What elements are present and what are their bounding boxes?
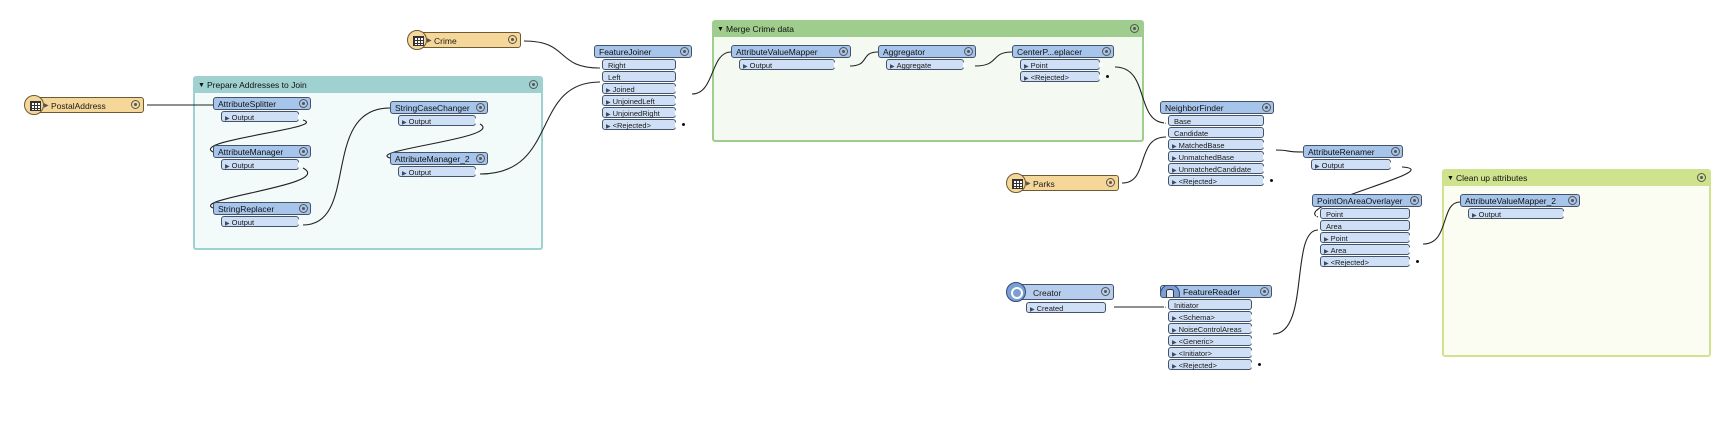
transformer-creator[interactable]: Creator ▶Created <box>1006 282 1114 313</box>
transformer-string-replacer[interactable]: StringReplacer ▶Output <box>213 202 311 227</box>
transformer-feature-reader[interactable]: FeatureReader Initiator ▶<Schema> ▶Noise… <box>1160 285 1272 370</box>
gear-icon[interactable] <box>1568 196 1577 205</box>
reader-crime[interactable]: ▶Crime <box>407 30 521 50</box>
gear-icon[interactable] <box>131 100 140 109</box>
gear-icon[interactable] <box>299 204 308 213</box>
output-port[interactable]: ▶Output <box>1311 159 1394 170</box>
output-port-generic[interactable]: ▶<Generic> <box>1168 335 1255 346</box>
reader-label: Parks <box>1033 179 1055 189</box>
gear-icon[interactable] <box>680 47 689 56</box>
gear-icon[interactable] <box>839 47 848 56</box>
output-port[interactable]: ▶Output <box>221 111 302 122</box>
output-port[interactable]: ▶Output <box>221 216 302 227</box>
input-port-candidate[interactable]: Candidate <box>1164 127 1264 138</box>
output-port-initiator[interactable]: ▶<Initiator> <box>1168 347 1255 358</box>
transformer-aggregator[interactable]: Aggregator ▶Aggregate <box>878 45 976 70</box>
transformer-feature-joiner[interactable]: FeatureJoiner Right Left ▶Joined ▶Unjoin… <box>594 45 692 130</box>
output-port[interactable]: ▶Aggregate <box>886 59 967 70</box>
reader-postal-address[interactable]: ▶PostalAddress <box>24 95 144 115</box>
output-port[interactable]: ▶Output <box>1468 208 1567 219</box>
input-port-point[interactable]: Point <box>1316 208 1410 219</box>
output-port-schema[interactable]: ▶<Schema> <box>1168 311 1255 322</box>
gear-icon[interactable] <box>299 147 308 156</box>
output-port-unmatched-candidate[interactable]: ▶UnmatchedCandidate <box>1168 163 1267 174</box>
gear-icon[interactable] <box>1262 103 1271 112</box>
transformer-attribute-manager[interactable]: AttributeManager ▶Output <box>213 145 311 170</box>
output-port-unjoined-left[interactable]: ▶UnjoinedLeft <box>602 95 679 106</box>
gear-icon[interactable] <box>299 99 308 108</box>
transformer-attribute-value-mapper[interactable]: AttributeValueMapper ▶Output <box>731 45 851 70</box>
input-port-right[interactable]: Right <box>598 59 676 70</box>
transformer-string-case-changer[interactable]: StringCaseChanger ▶Output <box>390 101 488 126</box>
transformer-attribute-value-mapper-2[interactable]: AttributeValueMapper_2 ▶Output <box>1460 194 1580 219</box>
bookmark-title: Clean up attributes <box>1456 173 1528 183</box>
input-port-left[interactable]: Left <box>598 71 676 82</box>
input-port-initiator[interactable]: Initiator <box>1164 299 1252 310</box>
bookmark-title: Prepare Addresses to Join <box>207 80 307 90</box>
wire-matchedbase-to-renamer <box>1275 149 1304 153</box>
transformer-point-on-area-overlayer[interactable]: PointOnAreaOverlayer Point Area ▶Point ▶… <box>1312 194 1422 267</box>
table-grid-icon <box>407 30 427 50</box>
output-port-rejected[interactable]: ▶<Rejected> <box>1320 256 1419 267</box>
gear-icon[interactable] <box>964 47 973 56</box>
output-port-rejected[interactable]: ▶<Rejected> <box>602 119 685 130</box>
transformer-neighbor-finder[interactable]: NeighborFinder Base Candidate ▶MatchedBa… <box>1160 101 1274 186</box>
gear-icon[interactable] <box>1697 173 1706 182</box>
output-port-joined[interactable]: ▶Joined <box>602 83 679 94</box>
transformer-attribute-renamer[interactable]: AttributeRenamer ▶Output <box>1303 145 1403 170</box>
bookmark-merge-crime-data[interactable]: ▼Merge Crime data <box>712 20 1144 142</box>
collapse-triangle-icon[interactable]: ▼ <box>1447 175 1454 182</box>
creator-circle-icon <box>1006 282 1026 302</box>
wire-crime-to-joiner-right <box>523 40 601 69</box>
output-port-area[interactable]: ▶Area <box>1320 244 1413 255</box>
output-port-unmatched-base[interactable]: ▶UnmatchedBase <box>1168 151 1267 162</box>
output-port-rejected[interactable]: ▶<Rejected> <box>1020 71 1109 82</box>
gear-icon[interactable] <box>1260 287 1269 296</box>
transformer-center-point-replacer[interactable]: CenterP...eplacer ▶Point ▶<Rejected> <box>1012 45 1114 82</box>
output-port-point[interactable]: ▶Point <box>1020 59 1103 70</box>
output-port-unjoined-right[interactable]: ▶UnjoinedRight <box>602 107 679 118</box>
input-port-base[interactable]: Base <box>1164 115 1264 126</box>
output-port-rejected[interactable]: ▶<Rejected> <box>1168 175 1273 186</box>
output-port[interactable]: ▶Output <box>398 166 479 177</box>
gear-icon[interactable] <box>1391 147 1400 156</box>
gear-icon[interactable] <box>508 35 517 44</box>
output-port[interactable]: ▶Output <box>221 159 302 170</box>
gear-icon[interactable] <box>476 103 485 112</box>
transformer-attribute-splitter[interactable]: AttributeSplitter ▶Output <box>213 97 311 122</box>
output-port[interactable]: ▶Output <box>739 59 838 70</box>
reader-label: PostalAddress <box>51 101 106 111</box>
bookmark-title: Merge Crime data <box>726 24 795 34</box>
gear-icon[interactable] <box>1102 47 1111 56</box>
transformer-attribute-manager-2[interactable]: AttributeManager_2 ▶Output <box>390 152 488 177</box>
output-port-noise-control-areas[interactable]: ▶NoiseControlAreas <box>1168 323 1255 334</box>
collapse-triangle-icon[interactable]: ▼ <box>198 82 205 89</box>
collapse-triangle-icon[interactable]: ▼ <box>717 26 724 33</box>
output-port-matched-base[interactable]: ▶MatchedBase <box>1168 139 1267 150</box>
input-port-area[interactable]: Area <box>1316 220 1410 231</box>
gear-icon[interactable] <box>476 154 485 163</box>
reader-label: Crime <box>434 36 457 46</box>
table-grid-icon <box>1006 173 1026 193</box>
database-icon <box>1161 286 1180 297</box>
output-port[interactable]: ▶Output <box>398 115 479 126</box>
gear-icon[interactable] <box>529 80 538 89</box>
output-port-rejected[interactable]: ▶<Rejected> <box>1168 359 1261 370</box>
gear-icon[interactable] <box>1101 287 1110 296</box>
output-port[interactable]: ▶Created <box>1026 302 1106 313</box>
creator-label: Creator <box>1033 288 1062 298</box>
table-grid-icon <box>24 95 44 115</box>
reader-parks[interactable]: ▶Parks <box>1006 173 1119 193</box>
gear-icon[interactable] <box>1410 196 1419 205</box>
output-port-point[interactable]: ▶Point <box>1320 232 1413 243</box>
gear-icon[interactable] <box>1106 178 1115 187</box>
gear-icon[interactable] <box>1130 24 1139 33</box>
